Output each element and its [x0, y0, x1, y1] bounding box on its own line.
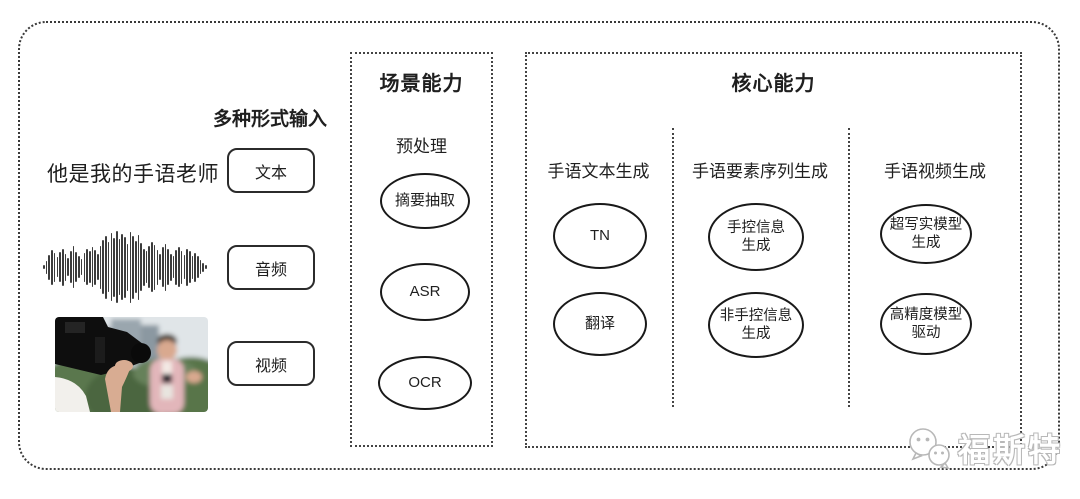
node-tn: TN — [553, 203, 647, 269]
sample-sentence-text: 他是我的手语老师 — [47, 163, 219, 186]
preprocess-label: 预处理 — [396, 137, 447, 156]
input-type-video-box: 视频 — [227, 341, 315, 386]
node-summary-extraction: 摘要抽取 — [380, 173, 470, 229]
reporter-photo-illustration — [55, 317, 208, 412]
scene-capability-title: 场景能力 — [379, 73, 464, 95]
outer-border — [18, 21, 1060, 470]
input-type-text-label: 文本 — [254, 164, 287, 182]
watermark: 福斯特 — [906, 422, 1076, 474]
input-type-video-label: 视频 — [254, 357, 287, 375]
node-manual-info-generation: 手控信息 生成 — [708, 203, 804, 271]
input-type-audio-label: 音频 — [254, 261, 287, 279]
wechat-bubbles-icon — [909, 428, 950, 470]
node-ocr: OCR — [378, 356, 472, 410]
column-separator-2 — [848, 128, 850, 407]
node-non-manual-info-generation: 非手控信息 生成 — [708, 292, 804, 358]
node-translation: 翻译 — [553, 292, 647, 356]
node-asr: ASR — [380, 263, 470, 321]
input-type-audio-box: 音频 — [227, 245, 315, 290]
watermark-text: 福斯特 — [958, 432, 1064, 468]
column-header-sign-video-generation: 手语视频生成 — [884, 162, 986, 181]
column-header-sign-element-sequence-generation: 手语要素序列生成 — [692, 162, 828, 181]
node-hyperrealistic-model-generation: 超写实模型 生成 — [880, 204, 972, 264]
column-header-sign-text-generation: 手语文本生成 — [547, 162, 650, 181]
video-still-image — [55, 317, 208, 412]
node-high-precision-model-driving: 高精度模型 驱动 — [880, 293, 972, 355]
scene-capability-box: 场景能力 预处理 — [350, 52, 493, 447]
core-capability-title: 核心能力 — [731, 73, 816, 95]
column-separator-1 — [672, 128, 674, 407]
audio-waveform — [43, 230, 207, 304]
input-type-text-box: 文本 — [227, 148, 315, 193]
input-section-title: 多种形式输入 — [212, 109, 327, 130]
core-capability-box: 核心能力 — [525, 52, 1022, 448]
